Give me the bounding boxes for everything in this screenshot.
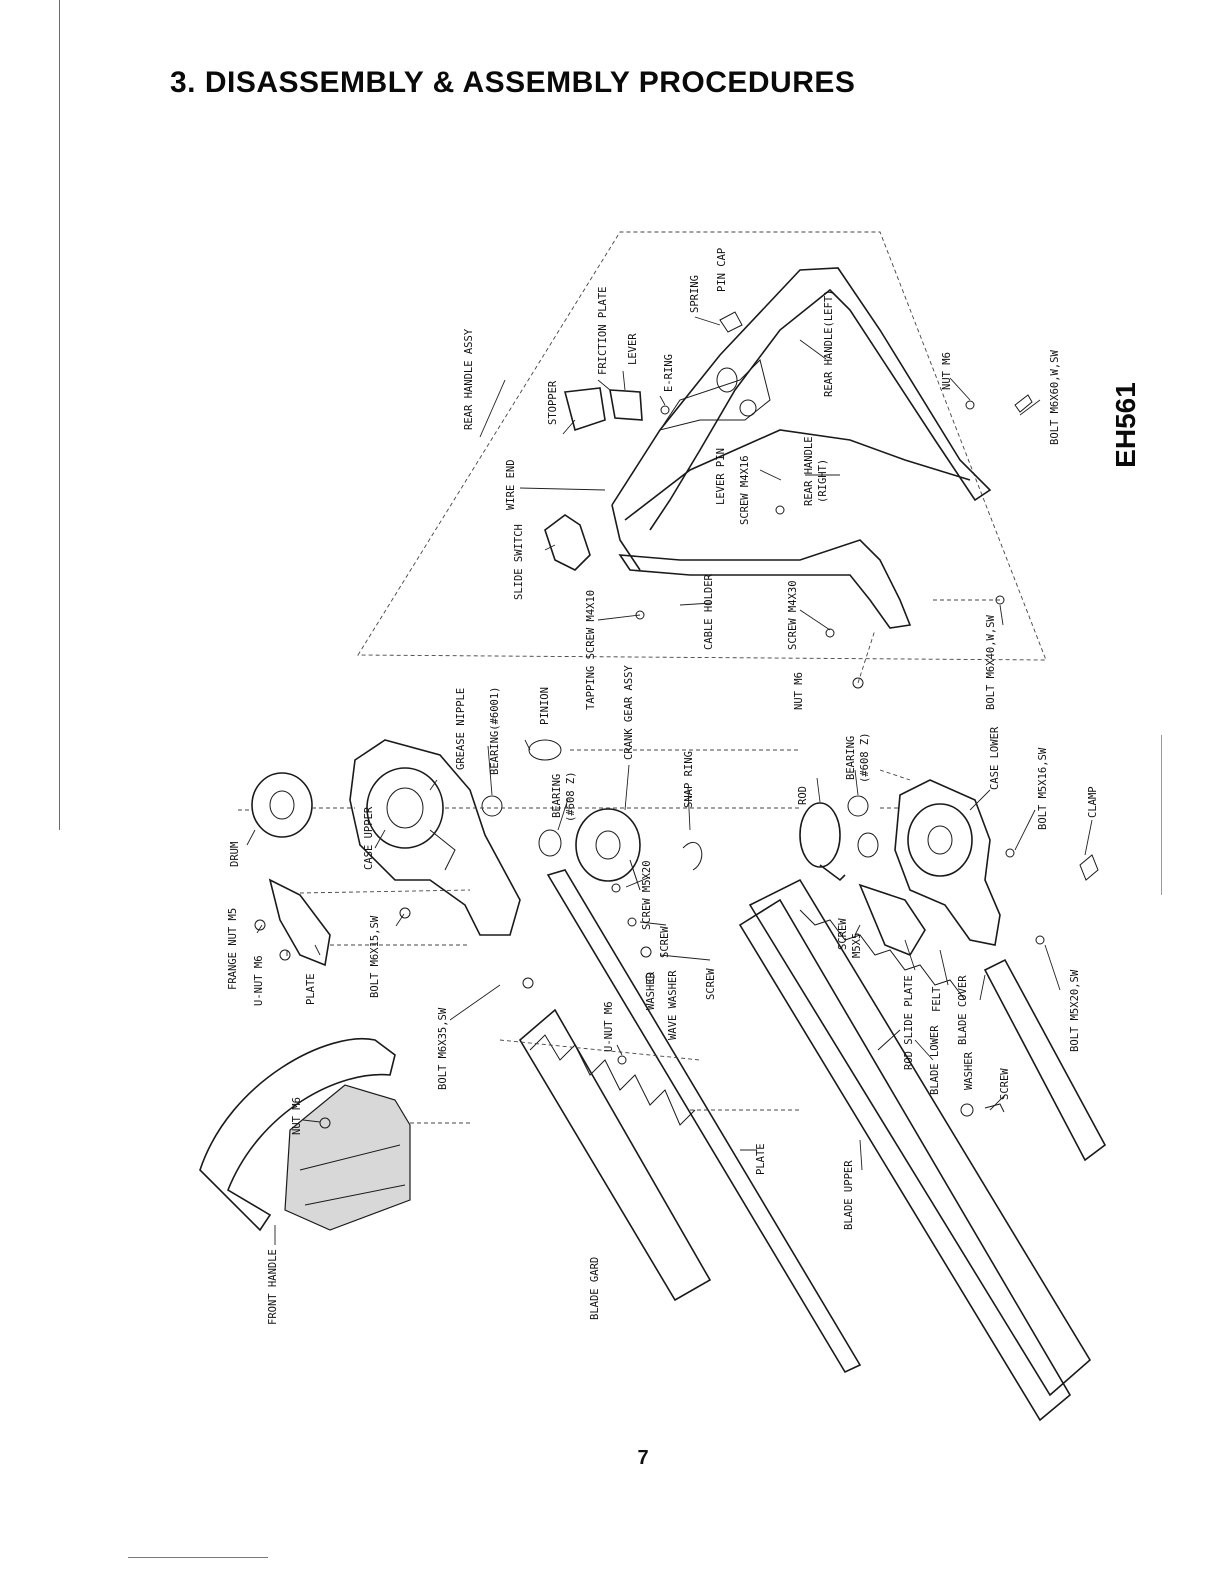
label-washer-2: WASHER (963, 1051, 975, 1090)
label-nut-m6-rear: NUT M6 (941, 352, 953, 390)
label-screw-2: SCREW (705, 968, 717, 1000)
label-blade-gard: BLADE GARD (589, 1257, 601, 1320)
label-flange-nut: FRANGE NUT M5 (227, 908, 239, 990)
label-screw-m5x5-2: M5X5 (851, 933, 863, 958)
scan-edge-line-right (1161, 735, 1162, 895)
gear-case-assembly (238, 739, 1099, 1065)
page-number: 7 (637, 1447, 649, 1469)
label-screw-m5x5: SCREW (837, 918, 849, 950)
label-u-nut-m6-right: U-NUT M6 (603, 1001, 615, 1052)
label-screw-m4x16: SCREW M4X16 (739, 455, 751, 525)
footer-rule (128, 1557, 268, 1558)
rear-handle-assembly (357, 231, 1047, 689)
label-lever-pin: LEVER PIN (715, 448, 727, 505)
label-rear-handle-left: REAR HANDLE(LEFT) (823, 290, 835, 397)
label-crank-gear-assy: CRANK GEAR ASSY (623, 664, 635, 760)
label-bolt-m6x60: BOLT M6X60,W,SW (1049, 349, 1061, 445)
label-bearing-608-left-2: (#608 Z) (565, 771, 577, 822)
label-blade-upper: BLADE UPPER (843, 1160, 855, 1230)
label-bolt-m5x16: BOLT M5X16,SW (1037, 747, 1049, 830)
label-slide-switch: SLIDE SWITCH (513, 524, 525, 600)
label-snap-ring: SNAP RING (683, 751, 695, 808)
label-rear-handle-right: REAR HANDLE (803, 436, 815, 506)
label-pin-cap: PIN CAP (716, 248, 728, 292)
label-u-nut-m6-left: U-NUT M6 (253, 955, 265, 1006)
label-rear-handle-right-2: (RIGHT) (817, 459, 829, 503)
label-case-lower: CASE LOWER (989, 726, 1001, 790)
label-wire-end: WIRE END (505, 459, 517, 510)
page-title: 3. DISASSEMBLY & ASSEMBLY PROCEDURES (170, 66, 856, 99)
label-screw: SCREW (659, 926, 671, 958)
label-pinion: PINION (539, 687, 551, 725)
label-e-ring: E-RING (663, 354, 675, 392)
blade-assembly (499, 869, 1107, 1422)
label-bolt-m6x15: BOLT M6X15,SW (369, 915, 381, 998)
label-screw-m4x30: SCREW M4X30 (787, 580, 799, 650)
part-labels: REAR HANDLE ASSY STOPPER FRICTION PLATE … (227, 248, 1099, 1325)
label-clamp: CLAMP (1087, 786, 1099, 818)
label-nut-m6-mid: NUT M6 (793, 672, 805, 710)
front-handle-assembly (199, 1038, 470, 1232)
label-friction-plate: FRICTION PLATE (597, 286, 609, 375)
label-screw-m5x20: SCREW M5X20 (641, 860, 653, 930)
label-bearing-608-left: BEARING (551, 774, 563, 818)
label-bolt-m6x40: BOLT M6X40,W,SW (985, 614, 997, 710)
label-blade-cover: BLADE COVER (957, 975, 969, 1045)
label-tapping-screw: TAPPING SCREW M4X10 (585, 590, 597, 710)
label-felt: FELT (931, 986, 943, 1012)
label-rod: ROD (797, 786, 809, 805)
label-stopper: STOPPER (547, 380, 559, 425)
label-wave-washer: WAVE WASHER (667, 970, 679, 1040)
label-bolt-m6x35: BOLT M6X35,SW (437, 1007, 449, 1090)
label-drum: DRUM (229, 842, 241, 867)
label-cable-holder: CABLE HOLDER (703, 573, 715, 650)
label-plate-center: PLATE (755, 1143, 767, 1175)
label-washer: WASHER (645, 971, 657, 1010)
label-bolt-m5x20: BOLT M5X20,SW (1069, 969, 1081, 1052)
label-nut-m6-front: NUT M6 (291, 1097, 303, 1135)
label-rod-slide-plate: ROD SLIDE PLATE (903, 975, 915, 1070)
label-plate-left: PLATE (305, 973, 317, 1005)
label-case-upper: CASE UPPER (363, 806, 375, 870)
label-front-handle: FRONT HANDLE (267, 1249, 279, 1325)
scan-edge-line (59, 0, 60, 830)
label-bearing-608-right: BEARING (845, 736, 857, 780)
label-grease-nipple: GREASE NIPPLE (455, 688, 467, 770)
label-rear-handle-assy: REAR HANDLE ASSY (463, 328, 475, 430)
label-spring: SPRING (689, 275, 701, 313)
label-blade-lower: BLADE LOWER (929, 1025, 941, 1095)
label-bearing-6001: BEARING(#6001) (489, 686, 501, 775)
label-screw-3: SCREW (999, 1068, 1011, 1100)
leader-lines (246, 316, 1093, 1245)
label-lever: LEVER (627, 333, 639, 365)
label-bearing-608-right-2: (#608 Z) (859, 732, 871, 783)
